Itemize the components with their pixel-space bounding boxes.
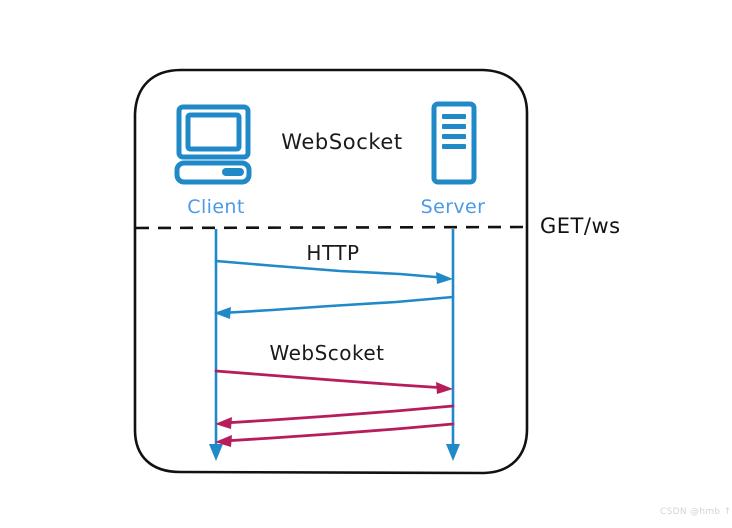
diagram-title: WebSocket: [281, 130, 402, 154]
lifeline-client: [209, 229, 223, 461]
watermark-text: CSDN @hmb ↑: [660, 507, 731, 517]
message-ws-receive-2: [215, 422, 455, 447]
message-http-request: [214, 259, 453, 284]
handshake-divider: [135, 225, 528, 230]
message-http-response: [214, 295, 455, 319]
phase-label-http: HTTP: [306, 241, 359, 265]
server-tower-icon: [431, 101, 477, 185]
lifeline-server: [446, 229, 460, 461]
message-ws-send: [214, 369, 453, 394]
actor-label-server: Server: [421, 196, 486, 218]
actor-label-client: Client: [187, 196, 244, 218]
divider-label-get-ws: GET/ws: [540, 214, 621, 238]
phase-label-websocket: WebScoket: [269, 341, 384, 365]
diagram-frame: [133, 68, 529, 475]
desktop-computer-icon: [174, 104, 252, 185]
message-ws-receive-1: [215, 404, 455, 429]
